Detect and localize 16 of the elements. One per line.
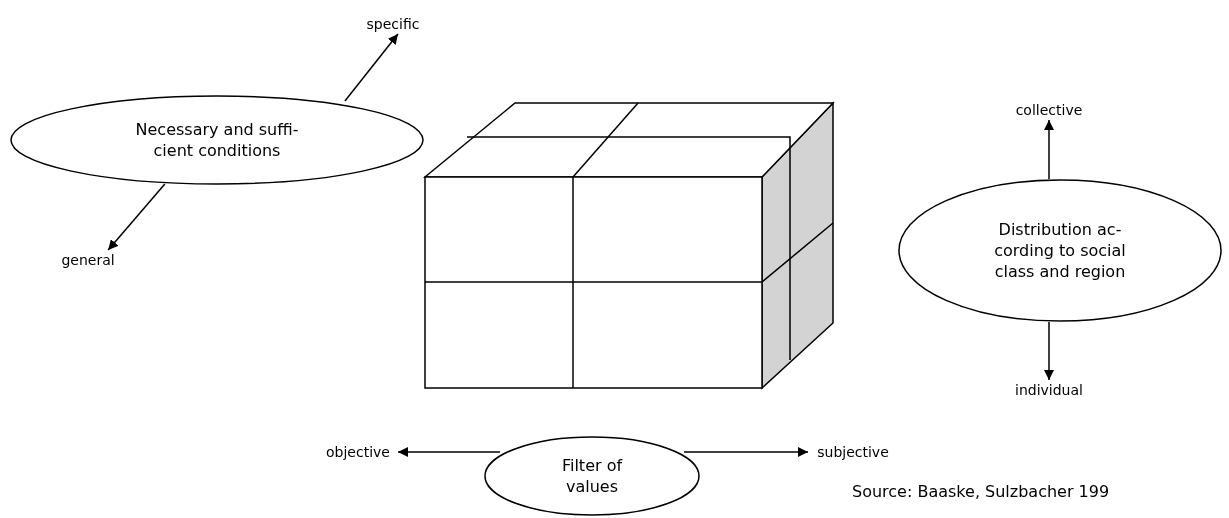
arrow bbox=[683, 447, 809, 457]
axis-label: objective bbox=[318, 442, 398, 462]
axis-label: collective bbox=[1005, 100, 1093, 120]
arrow bbox=[397, 447, 501, 457]
arrow bbox=[1044, 119, 1054, 180]
axis-label: subjective bbox=[808, 442, 898, 462]
concept-oval: Filter of values bbox=[484, 436, 700, 516]
concept-oval: Necessary and suffi- cient conditions bbox=[10, 95, 424, 185]
source-note: Source: Baaske, Sulzbacher 199 bbox=[852, 482, 1110, 501]
axis-label: individual bbox=[1005, 380, 1093, 400]
axis-label: specific bbox=[362, 14, 424, 34]
concept-oval: Distribution ac- cording to social class and region bbox=[898, 179, 1222, 322]
arrow bbox=[1044, 321, 1054, 381]
axis-label: general bbox=[52, 250, 124, 270]
arrow bbox=[107, 183, 166, 251]
arrow bbox=[344, 33, 399, 102]
